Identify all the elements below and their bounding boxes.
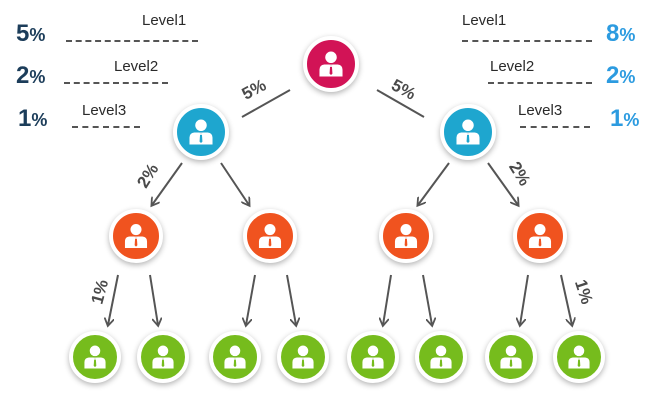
person-icon [430, 345, 452, 369]
person-icon [319, 51, 343, 77]
level2-member-node [379, 209, 433, 263]
person-icon [292, 345, 314, 369]
edge-l2c-l3f [422, 274, 432, 325]
level3-member-node [415, 331, 467, 383]
left-level3-percent: 1% [18, 105, 48, 132]
person-icon [84, 345, 106, 369]
edge-l2b-l3c [246, 274, 256, 325]
level1-member-node [440, 104, 496, 160]
right-level3-label: Level3 [518, 102, 563, 119]
person-icon [500, 345, 522, 369]
level3-member-node [69, 331, 121, 383]
person-icon [152, 345, 174, 369]
right-level2-percent: 2% [606, 62, 636, 89]
person-icon [394, 224, 418, 248]
edge-l2c-l3e [383, 274, 392, 325]
left-level3-dash [72, 126, 140, 128]
edge-l1a-l2a [152, 162, 183, 205]
person-icon [258, 224, 282, 248]
level3-member-node [137, 331, 189, 383]
left-level2-dash [64, 82, 168, 84]
edge-l1b-l2c [418, 162, 450, 205]
person-icon [189, 119, 213, 145]
edge-l2a-l3a [108, 274, 119, 325]
edge-root-right [376, 89, 425, 118]
edge-l1b-l2d [487, 162, 518, 205]
edge-l2d-l3h [560, 274, 572, 325]
left-level2-label: Level2 [114, 58, 159, 75]
person-icon [456, 119, 480, 145]
level1-member-node [173, 104, 229, 160]
left-level3-label: Level3 [82, 102, 127, 119]
level3-member-node [485, 331, 537, 383]
edge-l2b-l3d [286, 274, 296, 325]
edge-root-left [241, 89, 291, 118]
right-level3-percent: 1% [610, 105, 640, 132]
left-level1-dash [66, 40, 198, 42]
edge-l2d-l3g [520, 274, 529, 325]
right-level3-dash [520, 126, 590, 128]
right-level1-dash [462, 40, 592, 42]
person-icon [124, 224, 148, 248]
edge-l1a-l2b [220, 162, 249, 205]
right-level1-label: Level1 [462, 12, 507, 29]
right-level1-percent: 8% [606, 20, 636, 47]
level2-member-node [513, 209, 567, 263]
level2-member-node [109, 209, 163, 263]
level3-member-node [553, 331, 605, 383]
edge-l2a-l3b [149, 274, 158, 325]
level3-member-node [277, 331, 329, 383]
person-icon [362, 345, 384, 369]
root-member-node [303, 36, 359, 92]
person-icon [224, 345, 246, 369]
left-level1-label: Level1 [142, 12, 187, 29]
level3-member-node [209, 331, 261, 383]
left-level2-percent: 2% [16, 62, 46, 89]
level3-member-node [347, 331, 399, 383]
person-icon [568, 345, 590, 369]
right-level2-dash [488, 82, 592, 84]
right-level2-label: Level2 [490, 58, 535, 75]
left-level1-percent: 5% [16, 20, 46, 47]
level2-member-node [243, 209, 297, 263]
person-icon [528, 224, 552, 248]
